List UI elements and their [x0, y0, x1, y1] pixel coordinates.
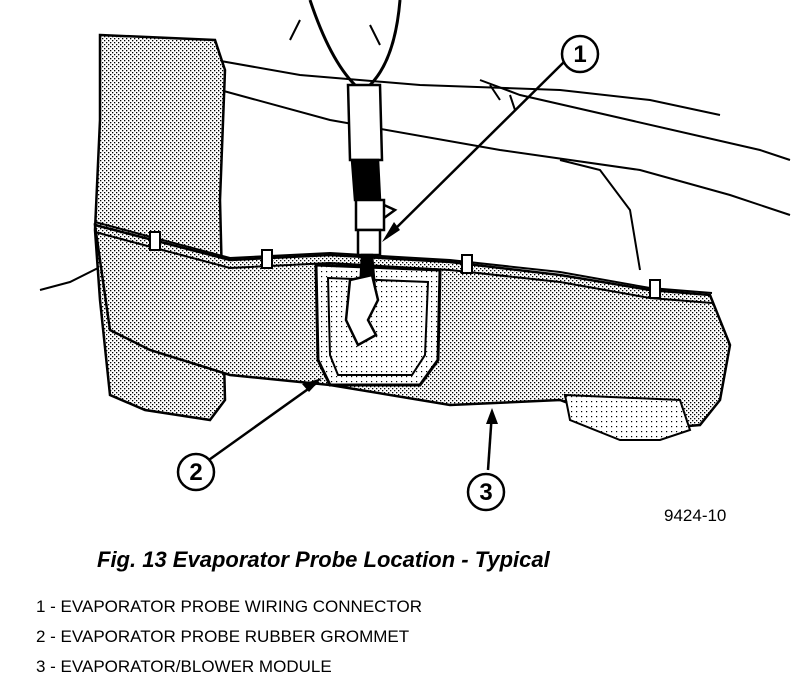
legend-item: 3 - EVAPORATOR/BLOWER MODULE — [36, 657, 332, 676]
callout-3: 3 — [466, 472, 506, 512]
legend-item: 1 - EVAPORATOR PROBE WIRING CONNECTOR — [36, 597, 423, 616]
callout-3-number: 3 — [479, 479, 492, 506]
callout-1-number: 1 — [573, 41, 586, 68]
outlet-stub — [563, 393, 692, 441]
probe-wiring-connector — [308, 0, 402, 347]
evaporator-illustration: 1 2 3 9424-10 — [39, 0, 791, 525]
grommet-inner-rim — [326, 276, 430, 376]
housing-seam — [94, 221, 713, 304]
callout-legend: 1 - EVAPORATOR PROBE WIRING CONNECTOR 2 … — [36, 592, 422, 682]
probe-grommet — [314, 263, 442, 387]
callout-2: 2 — [176, 452, 216, 492]
callout-2-number: 2 — [189, 459, 202, 486]
callout-1: 1 — [560, 34, 600, 74]
figure-caption: Fig. 13 Evaporator Probe Location - Typi… — [97, 547, 550, 572]
leader-arrowheads — [302, 222, 498, 424]
background-structure — [39, 19, 791, 291]
legend-item: 2 - EVAPORATOR PROBE RUBBER GROMMET — [36, 627, 410, 646]
figure-code: 9424-10 — [664, 506, 726, 525]
